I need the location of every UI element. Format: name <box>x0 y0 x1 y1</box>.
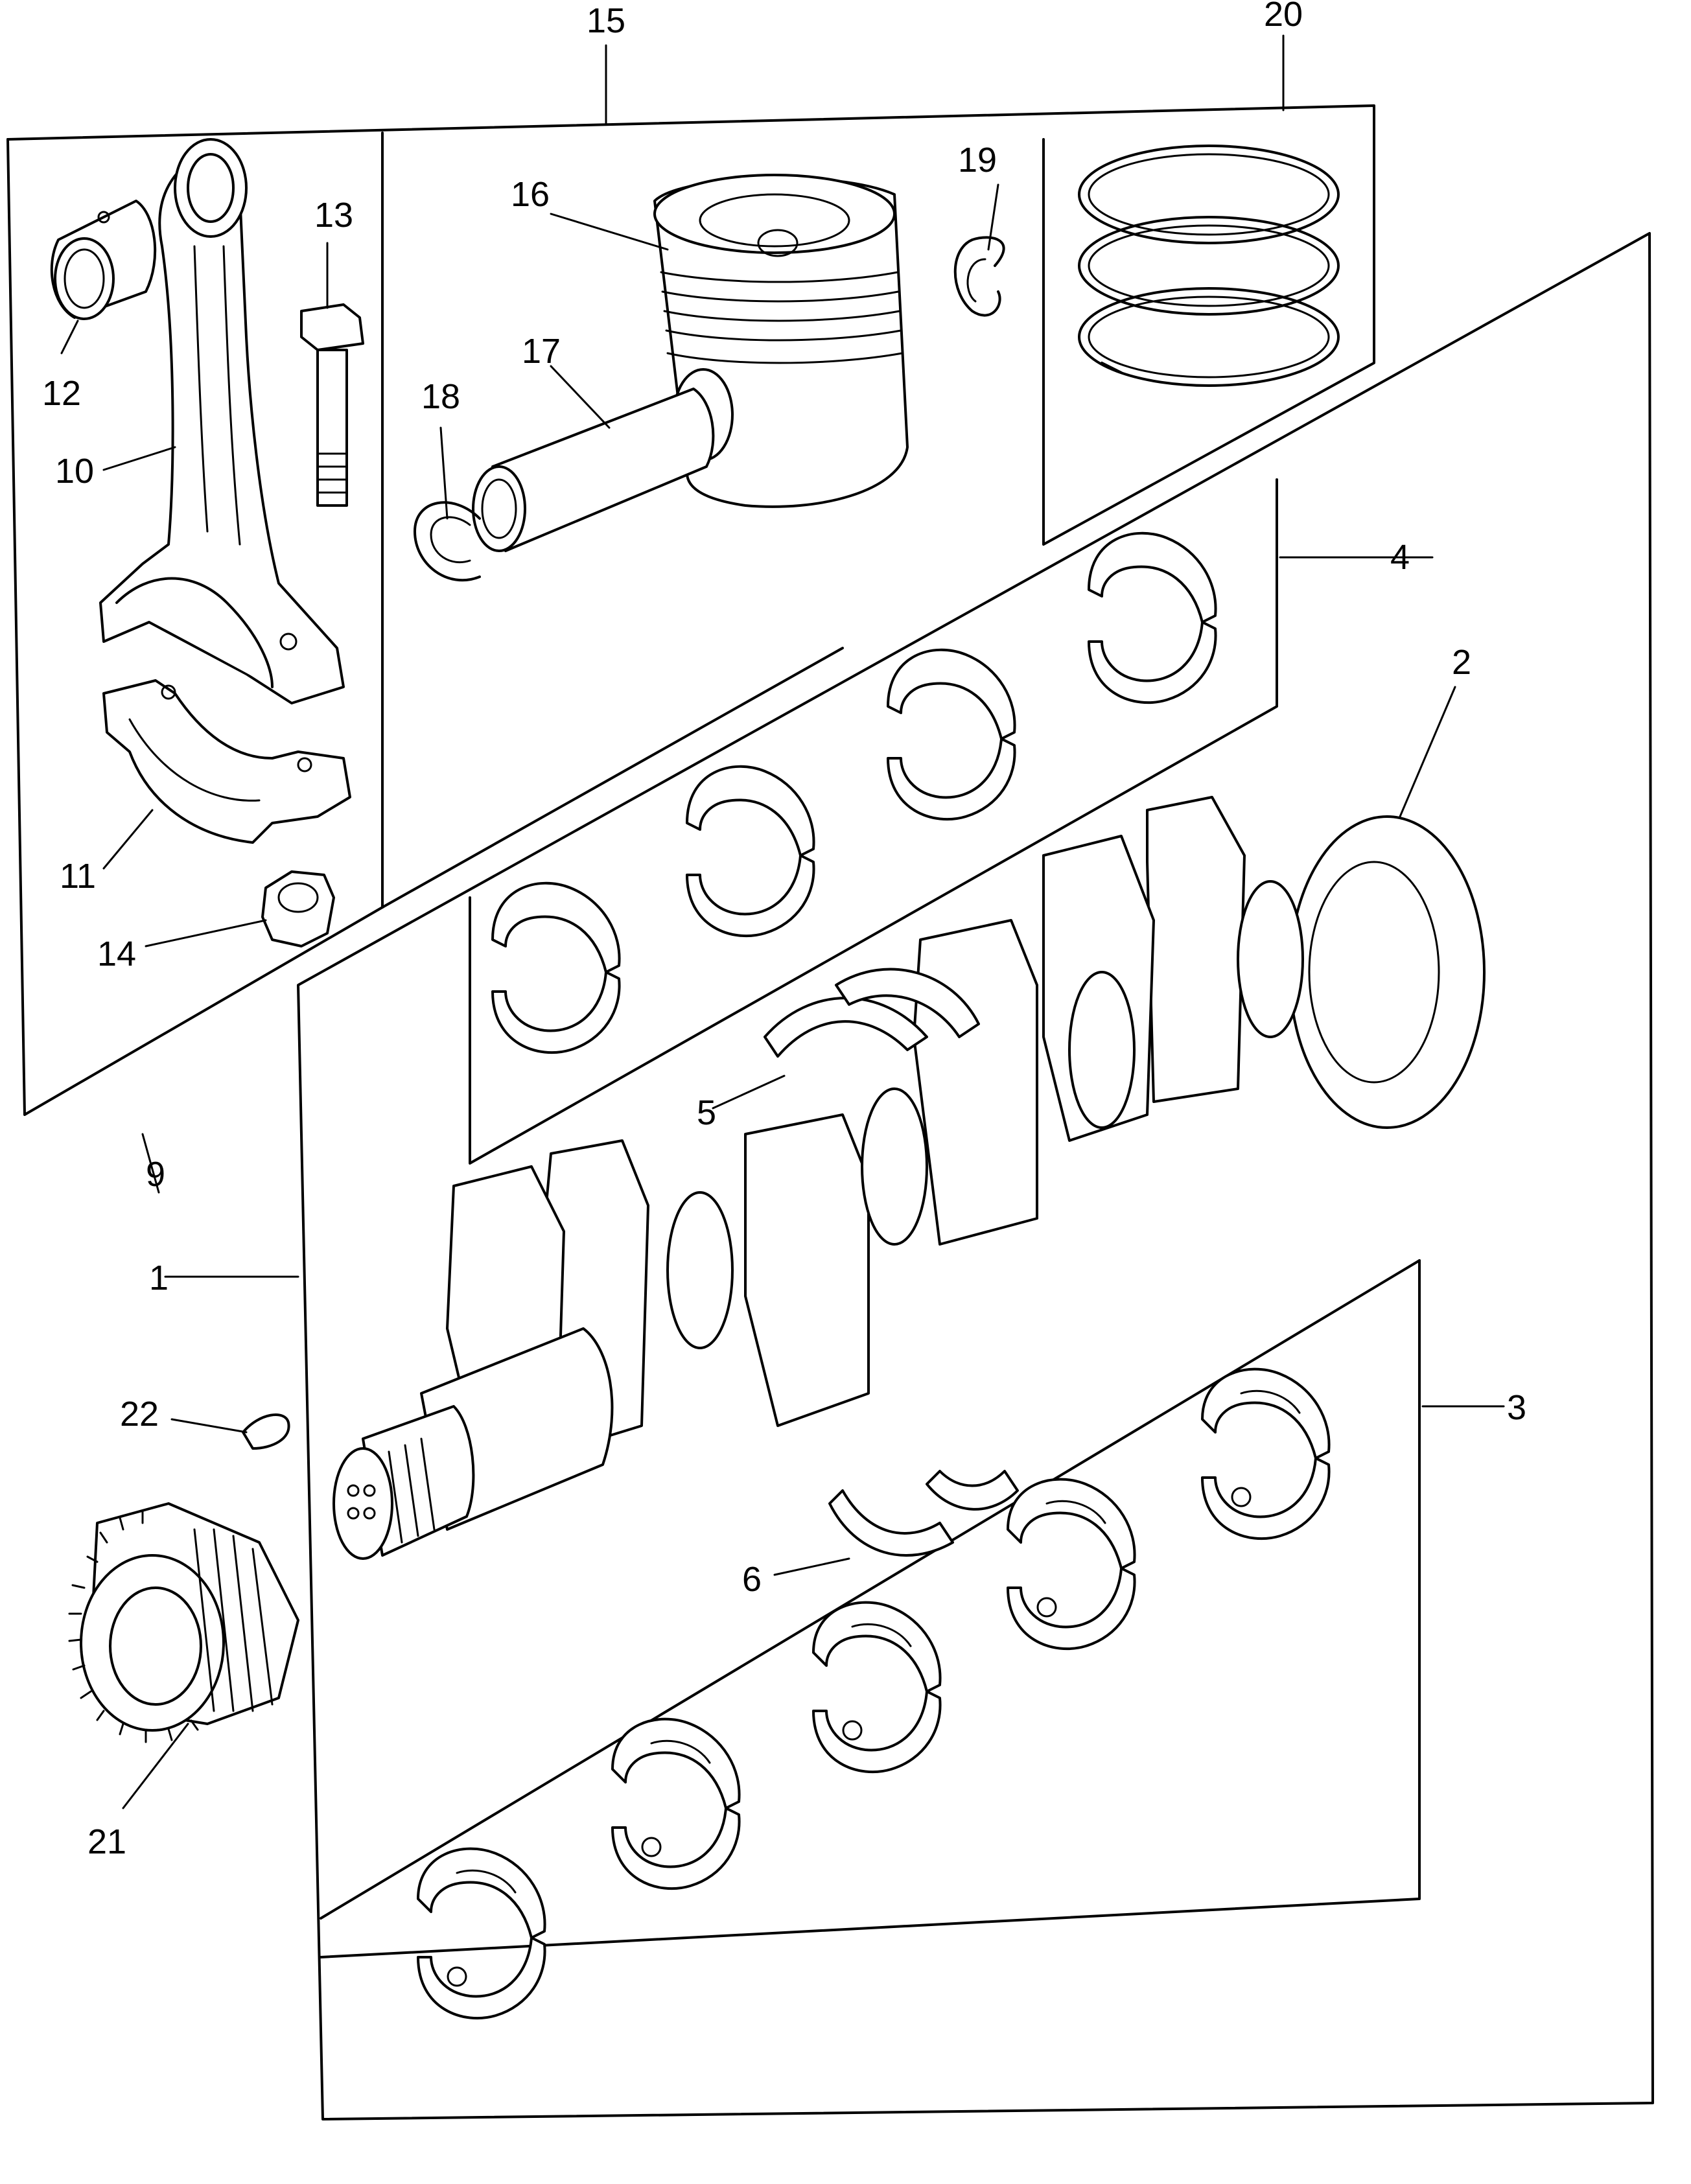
callout-16: 16 <box>511 175 550 214</box>
callout-10: 10 <box>55 452 94 491</box>
bearing-shell-upper-4 <box>491 881 621 1054</box>
callout-5: 5 <box>697 1093 716 1132</box>
callout-12: 12 <box>42 374 81 413</box>
crankshaft <box>332 796 1486 1560</box>
small-end-bush <box>50 200 157 320</box>
rod-cap <box>102 679 351 844</box>
callout-labels: 15 20 16 19 13 17 18 12 10 4 2 11 14 5 9… <box>42 0 1526 1861</box>
bearing-shell-upper-1 <box>1088 531 1217 704</box>
bearing-shell-lower-5 <box>417 1847 546 2020</box>
crank-gear <box>68 1502 299 1743</box>
frame-panels <box>6 104 1654 2120</box>
upper-bearings <box>491 531 1217 1054</box>
callout-15: 15 <box>587 1 625 40</box>
callout-1: 1 <box>149 1259 169 1297</box>
callout-22: 22 <box>120 1395 159 1434</box>
snap-ring-left <box>414 501 481 582</box>
leader-lines <box>60 34 1505 1809</box>
connecting-rod <box>99 138 345 704</box>
thrust-washers-lower <box>828 1470 1019 1557</box>
callout-6: 6 <box>742 1560 762 1599</box>
callout-3: 3 <box>1507 1388 1526 1427</box>
callout-2: 2 <box>1452 643 1471 682</box>
callout-20: 20 <box>1264 0 1303 34</box>
bearing-shell-upper-2 <box>887 648 1016 821</box>
thrust-washers-upper <box>764 968 980 1058</box>
callout-13: 13 <box>314 196 353 235</box>
callout-18: 18 <box>421 377 460 416</box>
callout-14: 14 <box>97 935 136 973</box>
callout-17: 17 <box>522 332 561 371</box>
snap-ring-right <box>953 236 1005 317</box>
piston-pin <box>472 388 715 552</box>
bearing-shell-lower-2 <box>1007 1478 1136 1651</box>
bearing-shell-lower-1 <box>1201 1367 1331 1540</box>
callout-4: 4 <box>1390 538 1410 577</box>
bearing-shell-lower-3 <box>812 1601 942 1774</box>
callout-21: 21 <box>87 1822 126 1861</box>
callout-11: 11 <box>60 857 96 896</box>
rod-nut <box>261 870 335 947</box>
bearing-shell-upper-3 <box>686 765 815 938</box>
piston-rings <box>1078 145 1340 387</box>
lower-bearings <box>417 1367 1331 2020</box>
rod-bolt <box>300 303 364 507</box>
callout-19: 19 <box>958 141 997 180</box>
woodruff-key <box>242 1413 290 1450</box>
bearing-shell-lower-4 <box>611 1717 741 1890</box>
callout-9: 9 <box>146 1155 165 1194</box>
